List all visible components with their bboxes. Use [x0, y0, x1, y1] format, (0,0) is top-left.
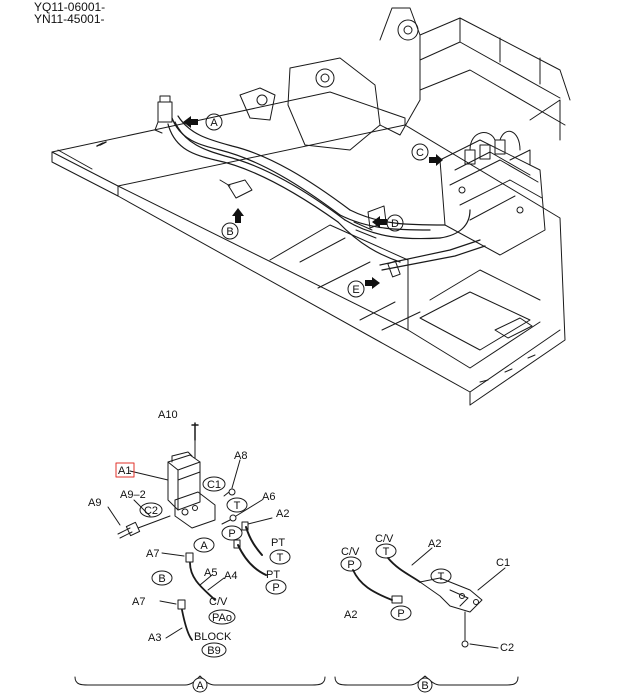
serial-range-1: YQ11-06001- — [34, 0, 106, 14]
callout-arrows — [183, 116, 443, 289]
callout-e: E — [347, 280, 365, 298]
callout-d: D — [386, 214, 404, 232]
callout-a: A — [205, 113, 223, 131]
svg-text:C: C — [416, 147, 424, 159]
a1-highlight-box — [115, 462, 135, 478]
callout-b: B — [221, 222, 239, 240]
detail-b-drawing — [352, 547, 506, 649]
svg-text:B: B — [226, 226, 233, 238]
svg-text:E: E — [352, 284, 359, 296]
section-brackets — [74, 675, 519, 686]
upper-frame-drawing — [51, 7, 571, 406]
detail-a-drawing — [107, 422, 273, 641]
svg-text:A: A — [210, 117, 218, 129]
svg-text:D: D — [391, 218, 399, 230]
callout-c: C — [411, 143, 429, 161]
serial-range-2: YN11-45001- — [34, 12, 105, 26]
